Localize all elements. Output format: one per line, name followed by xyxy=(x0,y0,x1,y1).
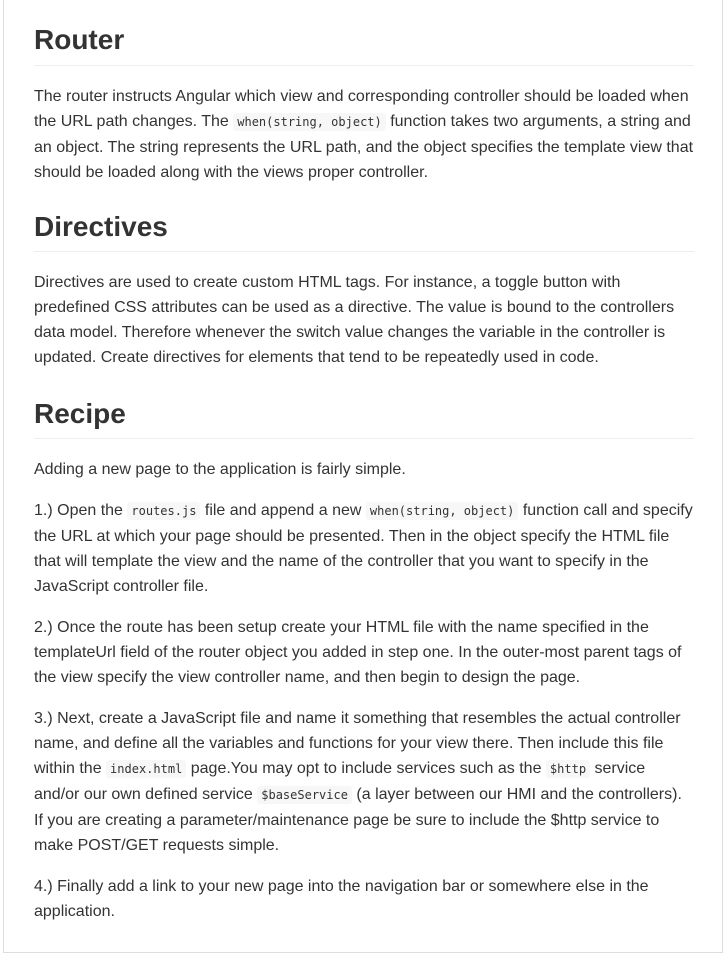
router-heading: Router xyxy=(34,22,694,66)
recipe-step-2: 2.) Once the route has been setup create… xyxy=(34,619,682,686)
router-text-a: The router instructs Angular which view … xyxy=(34,88,689,130)
baseservice-code: $baseService xyxy=(257,786,352,804)
router-text-b: function takes two arguments, a string a… xyxy=(34,113,694,181)
step3-text-a: 3.) Next, create a JavaScript file and n… xyxy=(34,710,681,777)
when-code: when(string, object) xyxy=(233,113,386,131)
routes-js-code: routes.js xyxy=(127,502,201,520)
router-section: Router The router instructs Angular whic… xyxy=(34,22,694,185)
directives-section: Directives Directives are used to create… xyxy=(34,209,694,370)
step3-text-b: page.You may opt to include services suc… xyxy=(186,760,546,777)
when-code-2: when(string, object) xyxy=(365,502,519,520)
recipe-heading: Recipe xyxy=(34,396,694,439)
index-html-code: index.html xyxy=(106,760,187,778)
recipe-section: Recipe Adding a new page to the applicat… xyxy=(34,396,694,924)
directives-heading: Directives xyxy=(34,209,694,252)
recipe-step-3: 3.) Next, create a JavaScript file and n… xyxy=(34,706,694,858)
step3-text-d: (a layer between our HMI and the control… xyxy=(34,786,682,854)
step1-text-c: function call and specify the URL at whi… xyxy=(34,502,693,595)
readme-document: Router The router instructs Angular whic… xyxy=(3,0,723,953)
router-paragraph: The router instructs Angular which view … xyxy=(34,84,694,185)
http-code: $http xyxy=(545,760,591,778)
step3-text-c: service and/or our own defined service xyxy=(34,760,646,803)
recipe-step-4: 4.) Finally add a link to your new page … xyxy=(34,878,649,920)
recipe-step-1: 1.) Open the routes.js file and append a… xyxy=(34,498,694,599)
recipe-intro: Adding a new page to the application is … xyxy=(34,461,406,478)
directives-paragraph: Directives are used to create custom HTM… xyxy=(34,274,675,366)
step1-text-b: file and append a new xyxy=(200,502,366,519)
step1-text-a: 1.) Open the xyxy=(34,502,128,519)
